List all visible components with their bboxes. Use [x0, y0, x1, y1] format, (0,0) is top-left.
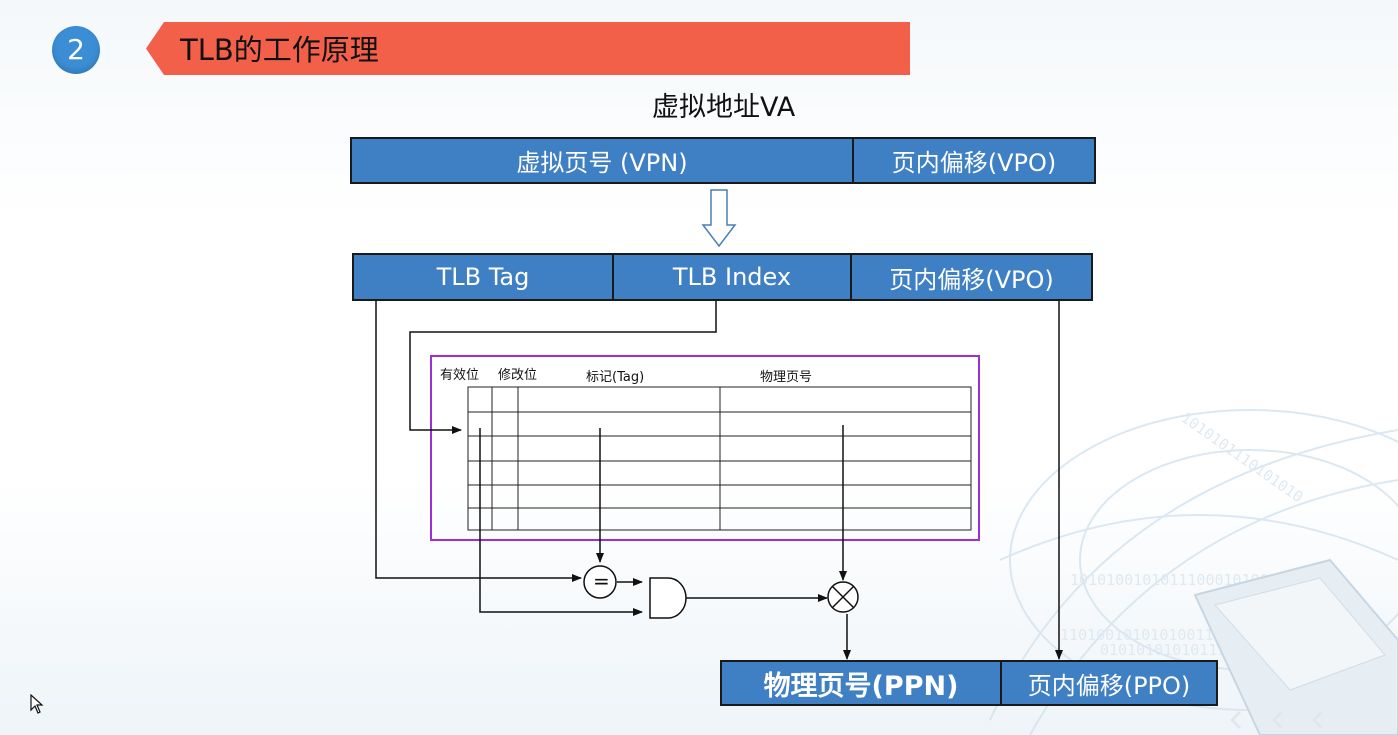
vpo-cell: 页内偏移(VPO)	[852, 137, 1096, 184]
index-arrow	[409, 301, 717, 434]
tlb-vpo-cell: 页内偏移(VPO)	[850, 253, 1093, 301]
tag-arrow	[375, 301, 582, 582]
valid-bit-header: 有效位	[440, 368, 480, 383]
section-number-badge: 2	[52, 26, 100, 74]
slide-title: TLB的工作原理	[180, 33, 379, 67]
title-banner	[146, 22, 910, 75]
and-gate	[649, 577, 687, 619]
tlb-tag-cell: TLB Tag	[352, 253, 614, 301]
laptop-decoration	[1193, 558, 1398, 735]
compare-symbol: =	[593, 569, 610, 593]
tlb-table-frame	[430, 355, 980, 541]
ppn-cell: 物理页号(PPN)	[720, 660, 1002, 706]
tlb-table-grid	[467, 386, 972, 531]
dirty-bit-header: 修改位	[498, 368, 538, 383]
hollow-down-arrow-icon	[701, 189, 737, 248]
comparator-gate	[583, 565, 617, 599]
ppo-cell: 页内偏移(PPO)	[1000, 660, 1218, 706]
ppn-header: 物理页号	[760, 370, 813, 385]
tlb-index-cell: TLB Index	[612, 253, 852, 301]
mouse-pointer-icon	[30, 694, 44, 714]
valid-bit-arrow	[479, 428, 643, 616]
tag-header: 标记(Tag)	[586, 370, 645, 385]
virtual-address-title: 虚拟地址VA	[652, 92, 796, 123]
